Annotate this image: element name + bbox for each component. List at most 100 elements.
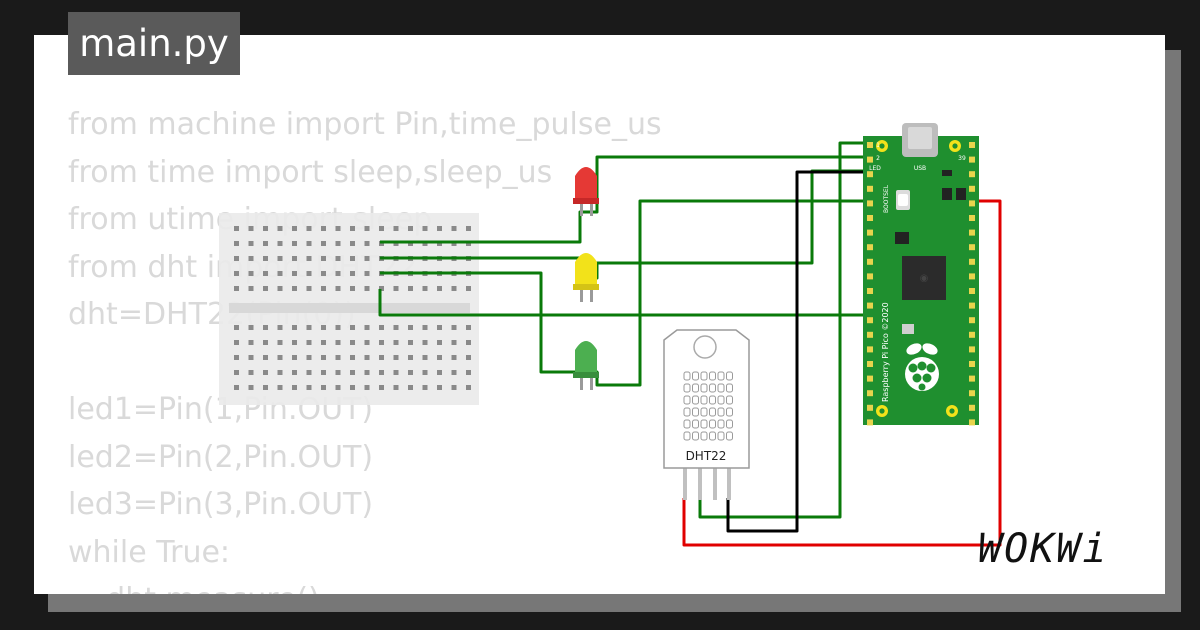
dht22-vent [692, 371, 699, 381]
breadboard-hole [277, 286, 283, 291]
pico-pin [969, 171, 975, 178]
breadboard-hole [248, 241, 254, 246]
dht22-vent [717, 395, 725, 405]
pico-pin [969, 361, 975, 367]
breadboard-hole [393, 226, 399, 231]
dht22-vent [700, 407, 708, 417]
pico-pin [867, 302, 873, 309]
dht22-vent [726, 431, 733, 441]
file-tab[interactable]: main.py [68, 12, 240, 75]
bootsel-label: BOOTSEL [883, 184, 890, 213]
breadboard-hole [321, 226, 326, 231]
breadboard-hole [234, 385, 239, 390]
breadboard-hole [350, 226, 355, 231]
breadboard-hole [321, 355, 326, 360]
dht22-vent [692, 383, 699, 393]
breadboard-hole [350, 241, 355, 246]
led-red[interactable] [573, 167, 599, 216]
dht22-vent [717, 383, 725, 393]
breadboard-hole [248, 271, 254, 276]
pico-pin [867, 390, 873, 397]
breadboard-hole [234, 340, 239, 345]
breadboard-hole [350, 355, 355, 360]
breadboard-hole [393, 385, 399, 390]
breadboard-hole [422, 325, 428, 330]
breadboard-hole [277, 226, 283, 231]
pico-pin [867, 331, 873, 338]
breadboard-hole [335, 325, 341, 330]
breadboard-hole [263, 340, 268, 345]
breadboard-hole [234, 325, 239, 330]
breadboard-hole [335, 355, 341, 360]
breadboard-hole [234, 271, 239, 276]
breadboard-hole [263, 271, 268, 276]
pico-pin [969, 185, 975, 192]
breadboard-hole [422, 355, 428, 360]
led-yellow[interactable] [573, 253, 599, 302]
breadboard-hole [364, 226, 370, 231]
breadboard-hole [234, 370, 239, 375]
dht22-vent [709, 431, 716, 441]
breadboard-hole [248, 385, 254, 390]
code-line: from machine import Pin,time_pulse_us [68, 107, 662, 142]
breadboard-hole [364, 385, 370, 390]
breadboard-hole [350, 286, 355, 291]
pico-pin [969, 288, 975, 294]
breadboard-hole [263, 286, 268, 291]
pico-mounting-holes [876, 140, 961, 417]
breadboard-hole [277, 271, 283, 276]
dht22-vent [683, 431, 691, 441]
breadboard-hole [277, 241, 283, 246]
dht22-vent [726, 407, 733, 417]
breadboard-hole [335, 256, 341, 261]
breadboard-hole [234, 241, 239, 246]
board-name: Raspberry Pi Pico ©2020 [881, 302, 890, 402]
dht22-vent [709, 371, 716, 381]
dht22-vent [700, 419, 708, 429]
dht22-sensor[interactable]: DHT22 [663, 329, 750, 500]
breadboard-hole [277, 355, 283, 360]
breadboard-hole [292, 241, 297, 246]
breadboard-hole [306, 355, 312, 360]
pico-pin [969, 273, 975, 280]
breadboard-hole [408, 370, 413, 375]
breadboard-hole [379, 355, 384, 360]
pin-39-label: 39 [958, 155, 966, 162]
breadboard-hole [306, 286, 312, 291]
breadboard-hole [393, 370, 399, 375]
breadboard-hole [335, 241, 341, 246]
breadboard-hole [408, 226, 413, 231]
pico-pin [969, 302, 975, 309]
pico-pin [867, 346, 873, 353]
wire-gnd-breadboard [378, 289, 868, 317]
pico-board[interactable]: ◉ USB LED [863, 123, 979, 426]
breadboard[interactable] [219, 213, 479, 405]
breadboard-hole [379, 226, 384, 231]
breadboard-hole [379, 340, 384, 345]
breadboard-hole [451, 325, 457, 330]
breadboard-hole [306, 385, 312, 390]
breadboard-hole [350, 385, 355, 390]
breadboard-hole [364, 340, 370, 345]
breadboard-hole [306, 325, 312, 330]
breadboard-hole [321, 340, 326, 345]
breadboard-hole [277, 325, 283, 330]
breadboard-hole [234, 256, 239, 261]
breadboard-hole [466, 340, 471, 345]
breadboard-hole [437, 355, 442, 360]
breadboard-hole [408, 340, 413, 345]
breadboard-hole [466, 325, 471, 330]
breadboard-hole [393, 325, 399, 330]
breadboard-hole [335, 370, 341, 375]
breadboard-hole [234, 226, 239, 231]
breadboard-hole [451, 385, 457, 390]
breadboard-hole [263, 241, 268, 246]
dht22-vent [683, 419, 691, 429]
led-green[interactable] [573, 341, 599, 390]
breadboard-hole [451, 286, 457, 291]
breadboard-hole [292, 355, 297, 360]
dht22-vent [709, 419, 716, 429]
pico-pin [867, 244, 873, 251]
breadboard-hole [234, 355, 239, 360]
breadboard-hole [263, 256, 268, 261]
